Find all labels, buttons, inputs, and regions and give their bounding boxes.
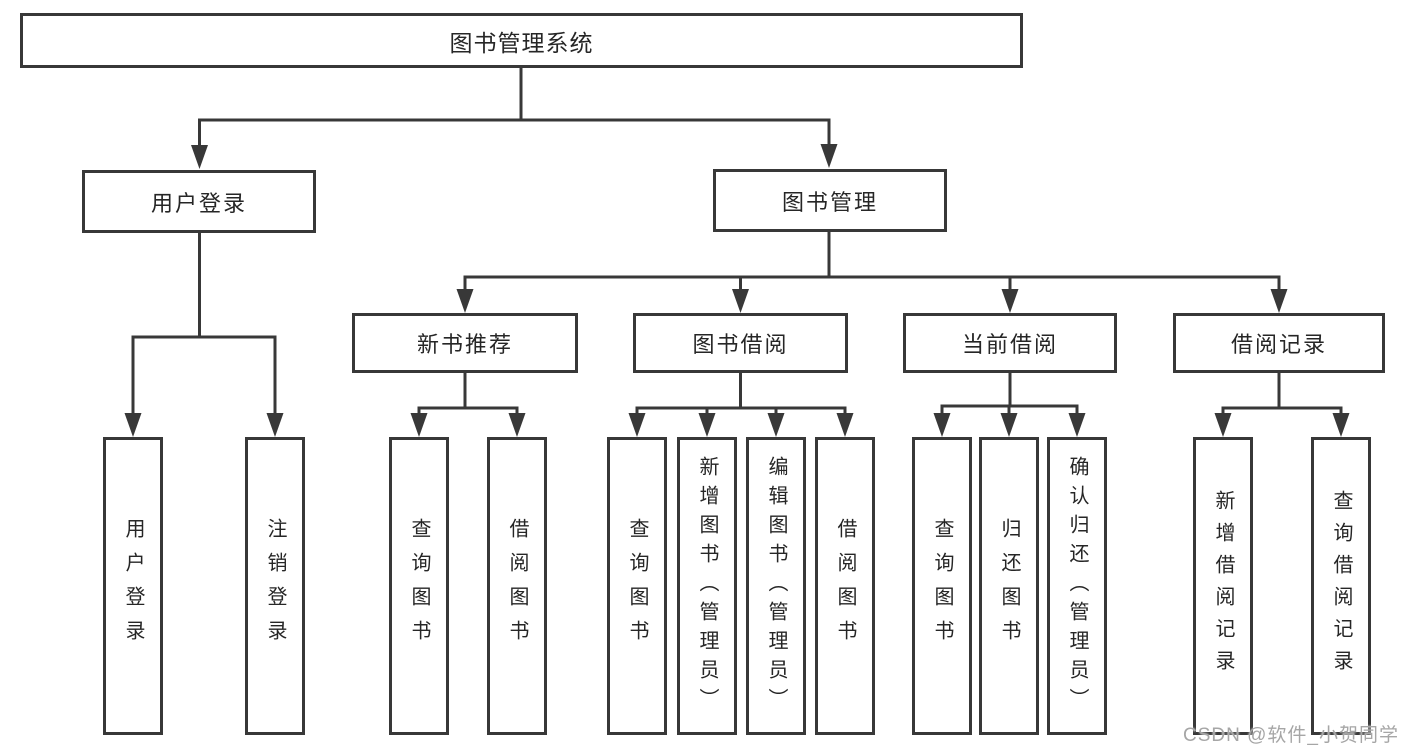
node-book-management-label: 图书管理 xyxy=(781,189,878,215)
node-leaf-return-book: 归还图书 xyxy=(979,437,1039,735)
node-root: 图书管理系统 xyxy=(20,13,1023,68)
node-user-login: 用户登录 xyxy=(82,170,316,233)
node-leaf-user-login-label: 用户登录 xyxy=(122,518,144,654)
node-leaf-logout-label: 注销登录 xyxy=(264,518,286,654)
arrowheads xyxy=(124,144,1350,437)
node-leaf-confirm-return-admin: 确认归还（管理员） xyxy=(1047,437,1107,735)
node-user-login-label: 用户登录 xyxy=(150,190,247,216)
node-leaf-borrow-books-new-label: 借阅图书 xyxy=(506,518,528,654)
node-leaf-query-books-current: 查询图书 xyxy=(912,437,972,735)
node-leaf-user-login: 用户登录 xyxy=(103,437,163,735)
node-leaf-add-book-admin-label: 新增图书（管理员） xyxy=(696,455,718,717)
node-borrow-records: 借阅记录 xyxy=(1173,313,1385,373)
node-leaf-add-borrow-record: 新增借阅记录 xyxy=(1193,437,1253,735)
node-leaf-edit-book-admin: 编辑图书（管理员） xyxy=(746,437,806,735)
node-leaf-borrow-books-borrow-label: 借阅图书 xyxy=(834,518,856,654)
node-leaf-confirm-return-admin-label: 确认归还（管理员） xyxy=(1066,455,1088,717)
node-book-management: 图书管理 xyxy=(713,169,947,232)
node-book-borrow-label: 图书借阅 xyxy=(692,332,789,357)
node-borrow-records-label: 借阅记录 xyxy=(1230,332,1327,357)
node-leaf-edit-book-admin-label: 编辑图书（管理员） xyxy=(765,455,787,717)
node-leaf-query-borrow-record: 查询借阅记录 xyxy=(1311,437,1371,735)
node-leaf-query-books-new: 查询图书 xyxy=(389,437,449,735)
node-leaf-query-borrow-record-label: 查询借阅记录 xyxy=(1330,490,1352,682)
node-leaf-add-book-admin: 新增图书（管理员） xyxy=(677,437,737,735)
node-leaf-return-book-label: 归还图书 xyxy=(998,518,1020,654)
node-book-borrow: 图书借阅 xyxy=(633,313,848,373)
node-root-label: 图书管理系统 xyxy=(449,29,594,56)
node-leaf-borrow-books-new: 借阅图书 xyxy=(487,437,547,735)
node-new-book-recommend: 新书推荐 xyxy=(352,313,578,373)
node-current-borrow: 当前借阅 xyxy=(903,313,1117,373)
node-leaf-query-books-new-label: 查询图书 xyxy=(408,518,430,654)
node-leaf-query-books-borrow: 查询图书 xyxy=(607,437,667,735)
node-leaf-query-books-borrow-label: 查询图书 xyxy=(626,518,648,654)
node-leaf-add-borrow-record-label: 新增借阅记录 xyxy=(1212,490,1234,682)
node-leaf-logout: 注销登录 xyxy=(245,437,305,735)
node-new-book-recommend-label: 新书推荐 xyxy=(416,332,513,357)
node-leaf-query-books-current-label: 查询图书 xyxy=(931,518,953,654)
csdn-watermark: CSDN @软件_小贺同学 xyxy=(1183,725,1399,746)
node-leaf-borrow-books-borrow: 借阅图书 xyxy=(815,437,875,735)
node-current-borrow-label: 当前借阅 xyxy=(961,332,1058,357)
